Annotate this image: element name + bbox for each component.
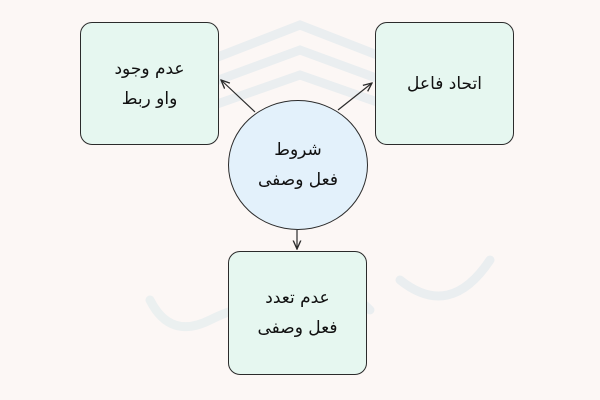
node-label-line: واو ربط xyxy=(121,88,178,109)
node-label-line: عدم تعدد xyxy=(265,288,330,308)
center-node-conditions: شروط فعل وصفی xyxy=(228,100,368,230)
arrow-to-left-node xyxy=(221,80,256,113)
node-no-multiple-participle: عدم تعدد فعل وصفی xyxy=(228,251,367,375)
node-same-subject: اتحاد فاعل xyxy=(375,22,514,145)
arrow-to-right-node xyxy=(337,83,372,111)
node-label-line: فعل وصفی xyxy=(257,318,338,338)
center-label-line: شروط xyxy=(274,140,322,160)
node-label-line: اتحاد فاعل xyxy=(407,73,482,94)
center-label-line: فعل وصفی xyxy=(257,170,339,190)
node-no-conjunction-waw: عدم وجود واو ربط xyxy=(80,22,219,145)
node-label-line: عدم وجود xyxy=(114,58,185,79)
